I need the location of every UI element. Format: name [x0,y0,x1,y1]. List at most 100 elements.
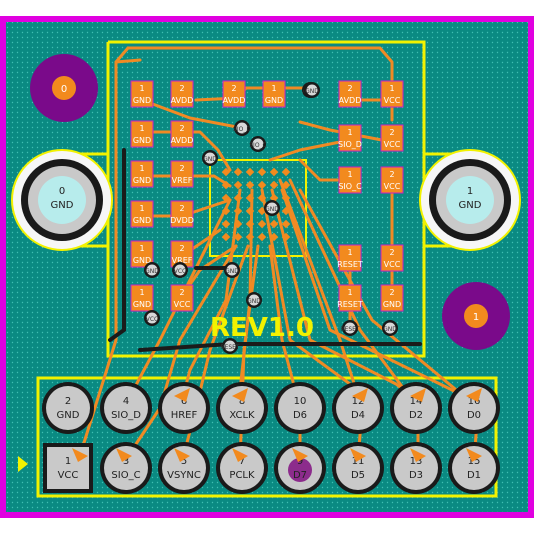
mount-hole: 0 [30,54,98,122]
pin-net: D0 [467,410,481,421]
hole-net: GND [51,200,74,211]
via-net: GND [145,268,159,275]
via: RESET [340,320,360,336]
pad-net: VCC [384,182,401,191]
pin-net: HREF [171,410,198,421]
pad-number: 2 [179,288,184,297]
pad-number: 2 [389,170,394,179]
via: VCC [172,262,188,278]
via: SIO_D [233,120,251,136]
pin-net: SIO_D [111,410,141,421]
pin-number: 14 [410,396,423,407]
pin-net: D2 [409,410,423,421]
pad-net: DVDD [170,216,194,225]
pin1-marker [18,456,28,472]
pin-net: D1 [467,470,481,481]
pin-number: 16 [468,396,481,407]
pad-net: AVDD [339,96,362,105]
pad-net: GND [133,176,151,185]
pin-number: 5 [181,456,187,467]
pin-number: 12 [352,396,365,407]
pin-net: SIO_C [111,470,140,481]
pin-net: GND [57,410,80,421]
pin-number: 11 [352,456,365,467]
pad-number: 1 [139,124,144,133]
pad-net: RESET [337,300,363,309]
pad-net: GND [265,96,283,105]
pad-net: GND [133,96,151,105]
pin-number: 1 [65,456,71,467]
via-net: GND [247,298,261,305]
pad-number: 2 [389,128,394,137]
pin-number: 3 [123,456,129,467]
pad-number: 1 [347,248,352,257]
pad-net: GND [133,136,151,145]
hole-number: 1 [467,186,473,197]
pad-net: GND [133,300,151,309]
pin-number: 8 [239,396,245,407]
via: VCC [144,310,160,326]
pad-number: 2 [179,124,184,133]
hole-number: 1 [473,312,479,323]
pin-net: D7 [293,470,307,481]
rev-label: REV1.0 [210,313,314,343]
hole-number: 0 [61,84,67,95]
pad-number: 1 [139,164,144,173]
pin-net: D5 [351,470,365,481]
pin-net: D3 [409,470,423,481]
via: GND [382,320,398,336]
pin-net: D6 [293,410,307,421]
pad-net: VCC [384,260,401,269]
pin-number: 7 [239,456,245,467]
pad-number: 2 [389,248,394,257]
pad-number: 2 [347,84,352,93]
via-net: GND [383,326,397,333]
pin-net: XCLK [229,410,255,421]
via: GND [202,150,218,166]
via: RESET [220,338,240,354]
pad-net: RESET [337,260,363,269]
via: GND [144,262,160,278]
pad-number: 1 [389,84,394,93]
via-net: GND [225,268,239,275]
pad-net: GND [133,216,151,225]
pad-net: VREF [172,256,193,265]
via-net: SIO_C [249,142,267,149]
pad-net: VCC [384,96,401,105]
pad-number: 1 [347,288,352,297]
pad-net: SIO_D [338,140,362,149]
pin-number: 10 [294,396,307,407]
via-net: VCC [174,268,186,275]
via-net: SIO_D [233,126,251,133]
pad-number: 1 [139,204,144,213]
pin-number: 6 [181,396,187,407]
via-net: VCC [146,316,158,323]
pad-net: AVDD [171,96,194,105]
pin-net: D4 [351,410,365,421]
pad-number: 1 [139,84,144,93]
